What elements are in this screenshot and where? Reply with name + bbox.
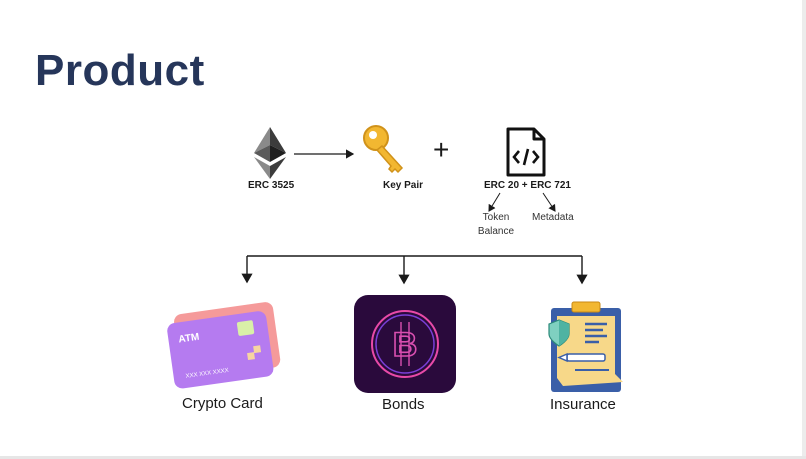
insurance-clipboard-icon: [548, 301, 623, 392]
key-icon: [363, 125, 404, 174]
token-balance-line2: Balance: [477, 226, 515, 237]
key-pair-label: Key Pair: [383, 180, 424, 191]
crypto-card-label: Crypto Card: [182, 395, 263, 412]
bitcoin-icon: B: [354, 295, 456, 393]
erc3525-label: ERC 3525: [248, 180, 295, 191]
arrow-metadata: [542, 192, 556, 212]
crypto-card-icon: ATM XXX XXX XXXX: [167, 302, 281, 389]
plus-sign: +: [433, 134, 450, 165]
right-edge: [802, 0, 806, 459]
insurance-label: Insurance: [550, 396, 616, 413]
arrow-token-balance: [488, 192, 501, 212]
token-balance-label: Token Balance: [476, 211, 516, 239]
bottom-edge: [0, 456, 806, 459]
bonds-label: Bonds: [382, 396, 425, 413]
metadata-label: Metadata: [532, 212, 574, 223]
card-number-text: XXX XXX XXXX: [185, 368, 229, 380]
atm-text: ATM: [178, 332, 200, 346]
ethereum-icon: [254, 127, 286, 179]
code-file-icon: [506, 127, 546, 177]
erc20-721-label: ERC 20 + ERC 721: [484, 180, 571, 191]
page-title: Product: [35, 46, 205, 95]
svg-text:B: B: [393, 326, 418, 364]
token-balance-line1: Token: [482, 212, 510, 223]
